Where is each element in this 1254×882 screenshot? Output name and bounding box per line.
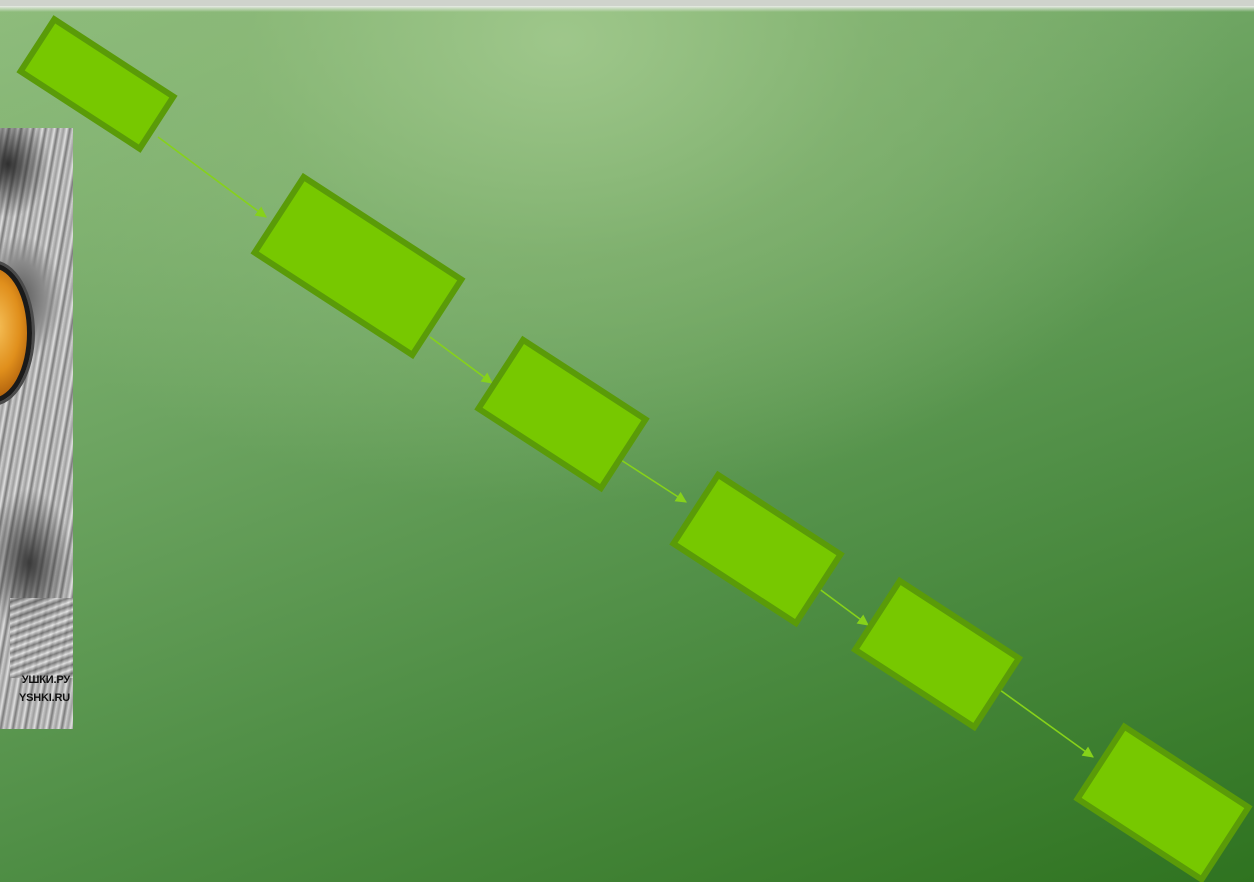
diagram-node-4 <box>673 475 840 623</box>
connector-2 <box>430 337 492 383</box>
diagram-node-2 <box>255 177 462 355</box>
diagram-node-3 <box>478 340 645 488</box>
connector-1 <box>158 137 266 217</box>
diagram-node-6 <box>1078 727 1249 880</box>
connector-4 <box>818 588 868 625</box>
connector-5 <box>1000 690 1093 757</box>
diagram-node-5 <box>855 581 1019 727</box>
diagram-node-1 <box>21 19 174 148</box>
connector-3 <box>621 460 686 502</box>
